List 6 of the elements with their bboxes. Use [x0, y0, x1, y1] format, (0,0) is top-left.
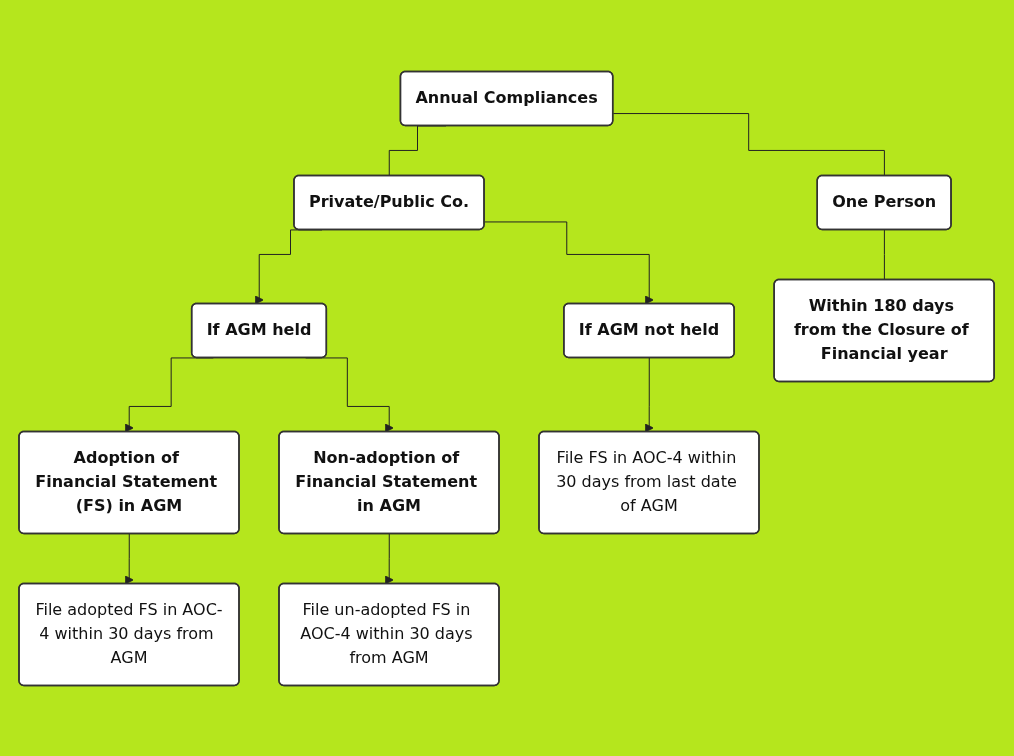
arrow — [385, 533, 395, 584]
connector — [613, 112, 886, 176]
arrow — [484, 221, 655, 304]
arrow — [125, 533, 135, 584]
arrow — [645, 357, 655, 432]
connector — [884, 229, 886, 280]
